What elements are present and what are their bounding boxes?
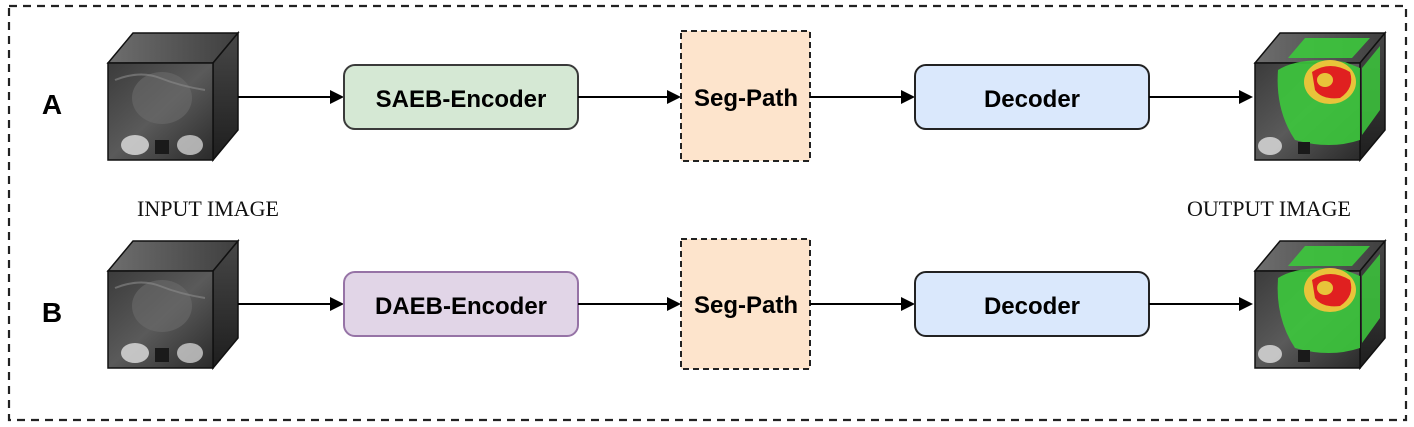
segpath-label-a: Seg-Path (694, 85, 798, 112)
row-b: B DAEB-Encoder Seg-Path Decoder (42, 238, 1387, 371)
input-image-cube-a (106, 30, 240, 163)
row-label-b: B (42, 297, 62, 328)
input-image-cube-b (106, 238, 240, 371)
segpath-block-a: Seg-Path (680, 30, 811, 162)
decoder-label-a: Decoder (984, 86, 1080, 113)
decoder-block-b: Decoder (914, 271, 1150, 337)
input-image-caption: INPUT IMAGE (137, 196, 279, 221)
encoder-block-b: DAEB-Encoder (343, 271, 579, 337)
segpath-label-b: Seg-Path (694, 292, 798, 319)
decoder-block-a: Decoder (914, 64, 1150, 130)
row-label-a: A (42, 89, 62, 120)
output-image-cube-b (1253, 238, 1387, 371)
output-image-caption: OUTPUT IMAGE (1187, 196, 1351, 221)
encoder-block-a: SAEB-Encoder (343, 64, 579, 130)
outer-dashed-frame (7, 4, 1408, 422)
segpath-box-a (680, 30, 811, 162)
output-image-cube-a (1253, 30, 1387, 163)
row-a: A SAEB-Encoder Seg-Path Decoder (42, 30, 1387, 163)
saeb-encoder-label: SAEB-Encoder (376, 86, 547, 113)
decoder-label-b: Decoder (984, 293, 1080, 320)
daeb-encoder-label: DAEB-Encoder (375, 293, 547, 320)
segpath-box-b (680, 238, 811, 370)
segpath-block-b: Seg-Path (680, 238, 811, 370)
